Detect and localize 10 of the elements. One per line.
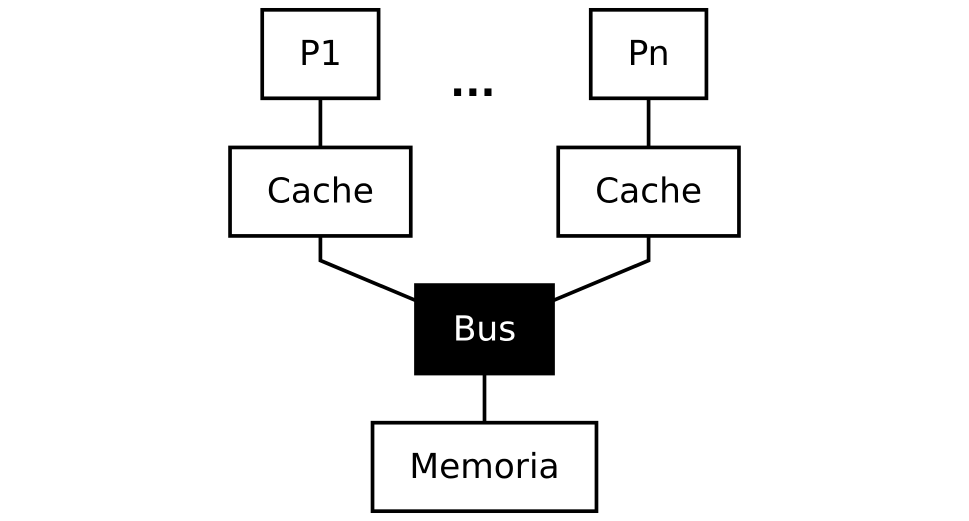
ellipsis-text: ... xyxy=(450,60,496,106)
component-box: Pn xyxy=(588,8,708,100)
connector xyxy=(318,98,322,148)
component-box: Cache xyxy=(228,146,413,238)
component-box: P1 xyxy=(260,8,380,100)
bus-bar: Bus xyxy=(414,283,555,376)
component-box: Cache xyxy=(556,146,741,238)
connector xyxy=(482,374,486,423)
connector xyxy=(646,98,650,148)
component-box: Memoria xyxy=(370,420,598,514)
